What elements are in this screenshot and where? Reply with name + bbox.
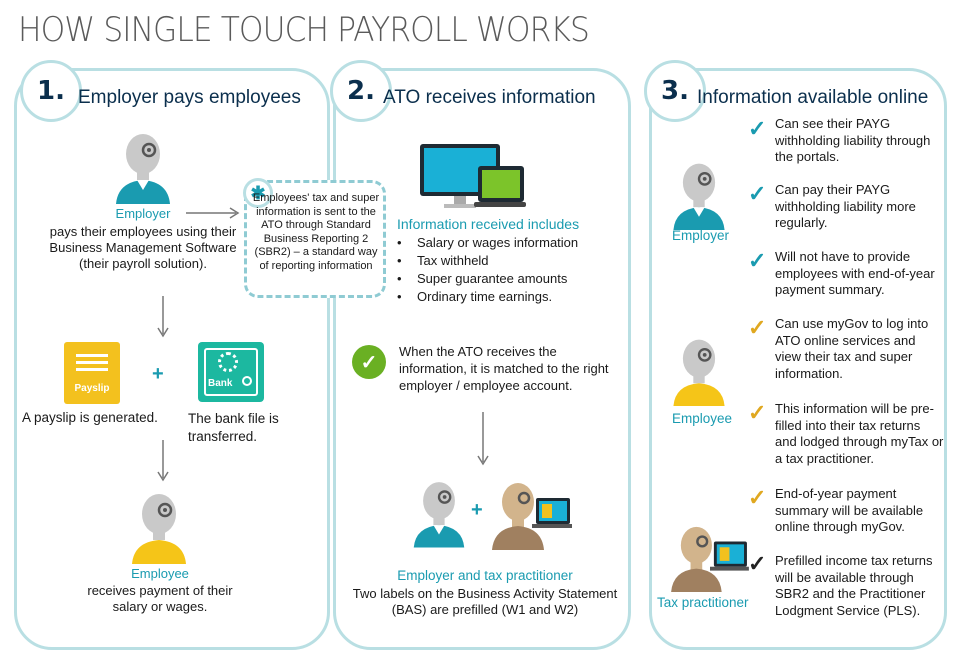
step3-employer-label: Employer	[672, 228, 730, 243]
info-item: Prefilled income tax returns will be ava…	[775, 553, 933, 618]
step3-practitioner-label: Tax practitioner	[657, 595, 749, 610]
step3-panel	[649, 68, 947, 650]
info-item: End-of-year payment summary will be avai…	[775, 486, 924, 534]
step3-employee-label: Employee	[672, 411, 733, 426]
payslip-icon: Payslip	[64, 342, 120, 404]
info-item: Will not have to provide employees with …	[775, 249, 935, 297]
page-title: HOW SINGLE TOUCH PAYROLL WORKS	[18, 10, 590, 50]
plus-sign: +	[152, 363, 164, 385]
tax-practitioner-icon	[492, 483, 572, 550]
callout-text: Employees' tax and super information is …	[252, 192, 380, 272]
step1-employee-desc: receives payment of their salary or wage…	[87, 583, 233, 614]
received-item: Super guarantee amounts	[397, 270, 578, 288]
info-item: This information will be pre-filled into…	[775, 401, 944, 466]
payslip-icon-text: Payslip	[74, 383, 110, 394]
tax-practitioner-icon	[671, 526, 749, 592]
bank-icon: Bank	[198, 342, 264, 402]
computer-icon	[420, 144, 526, 208]
checkmark-icon: ✓	[748, 248, 767, 273]
step1-employee-label: Employee	[131, 566, 189, 581]
arrow-down-icon	[157, 296, 169, 338]
info-item: Can pay their PAYG withholding liability…	[775, 182, 916, 230]
step1-employer-desc: pays their employees using their Busines…	[49, 224, 237, 271]
step3-heading: Information available online	[697, 87, 929, 108]
step3-number: 3.	[644, 60, 706, 122]
received-item: Ordinary time earnings.	[397, 288, 578, 306]
step1-employer-label: Employer	[115, 206, 171, 221]
checkmark-icon: ✓	[748, 116, 767, 141]
employer-person-icon	[413, 482, 465, 548]
info-item: Can use myGov to log into ATO online ser…	[775, 316, 929, 381]
plus-sign: +	[471, 499, 483, 521]
checkmark-icon: ✓	[748, 315, 767, 340]
asterisk-icon: ✱	[243, 178, 273, 208]
arrow-right-icon	[186, 207, 240, 219]
info-item: Can see their PAYG withholding liability…	[775, 116, 931, 164]
employer-person-icon	[673, 163, 725, 230]
received-heading: Information received includes	[397, 216, 580, 232]
employer-person-icon	[116, 134, 170, 204]
match-text: When the ATO receives the information, i…	[399, 344, 609, 393]
payslip-caption: A payslip is generated.	[22, 410, 158, 425]
check-circle-icon: ✓	[352, 345, 386, 379]
received-item: Tax withheld	[397, 252, 578, 270]
received-item: Salary or wages information	[397, 234, 578, 252]
employee-person-icon	[673, 339, 725, 406]
checkmark-icon: ✓	[748, 181, 767, 206]
practitioner-desc: Two labels on the Business Activity Stat…	[352, 586, 618, 617]
checkmark-icon: ✓	[748, 551, 767, 576]
checkmark-icon: ✓	[748, 400, 767, 425]
step2-number: 2.	[330, 60, 392, 122]
received-list: Salary or wages information Tax withheld…	[397, 234, 578, 306]
bank-caption: The bank file is transferred.	[188, 411, 279, 444]
practitioner-label: Employer and tax practitioner	[397, 568, 573, 583]
step1-panel	[14, 68, 330, 650]
employee-person-icon	[132, 494, 186, 564]
step1-number: 1.	[20, 60, 82, 122]
step2-heading: ATO receives information	[383, 87, 596, 108]
step1-heading: Employer pays employees	[78, 87, 301, 108]
arrow-down-icon	[157, 440, 169, 482]
step2-panel	[333, 68, 631, 650]
checkmark-icon: ✓	[748, 485, 767, 510]
bank-icon-text: Bank	[208, 378, 233, 389]
arrow-down-icon	[477, 412, 489, 466]
